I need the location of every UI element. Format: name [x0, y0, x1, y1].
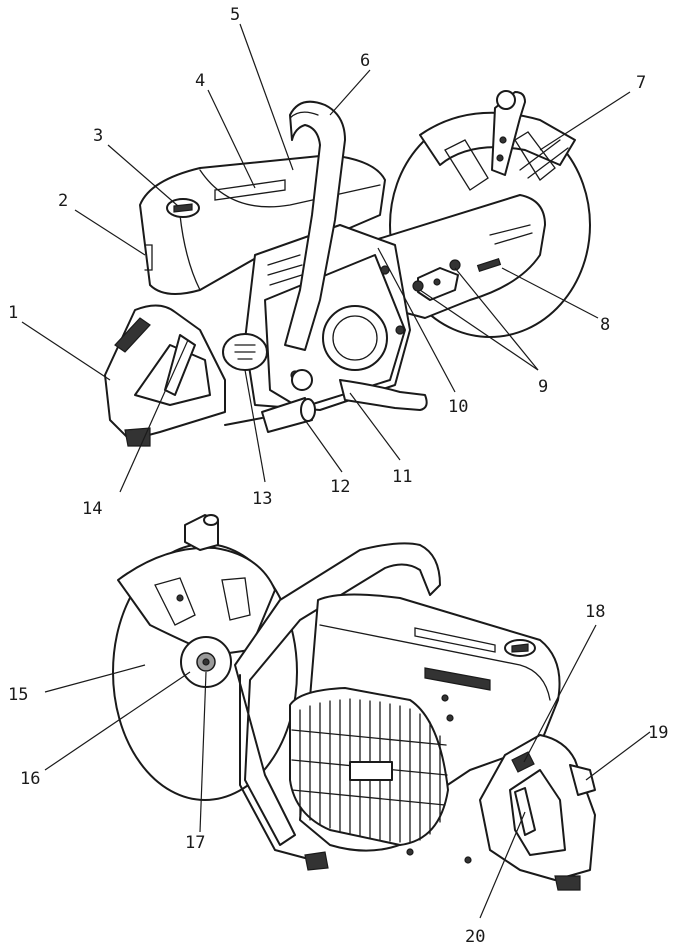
leader-3 — [107, 144, 179, 207]
leader-4 — [207, 89, 256, 189]
front-handle-loop — [234, 542, 441, 846]
callout-10: 10 — [448, 397, 468, 417]
support-foot — [339, 379, 428, 411]
leader-15 — [44, 664, 146, 693]
leader-12 — [304, 419, 343, 473]
rear-foot — [124, 427, 151, 447]
leader-8 — [501, 267, 599, 319]
guard-adjust-handle — [491, 91, 526, 176]
leader-7 — [539, 91, 631, 151]
callout-numbers: 1 2 3 4 5 6 7 8 9 10 11 12 13 14 15 16 1… — [8, 5, 668, 947]
callout-6: 6 — [360, 51, 370, 71]
leader-13 — [244, 369, 266, 483]
guard-window-right — [514, 131, 556, 181]
cutter-right-view — [112, 514, 596, 891]
throttle-trigger — [164, 334, 196, 396]
leader-10 — [377, 247, 456, 393]
cutter-left-view — [104, 90, 591, 447]
front-handle — [284, 100, 346, 351]
leader-2 — [74, 209, 146, 256]
callout-2: 2 — [58, 191, 68, 211]
guard-window-left — [444, 139, 489, 191]
callout-13: 13 — [252, 489, 272, 509]
callout-7: 7 — [636, 73, 646, 93]
callout-17: 17 — [185, 833, 205, 853]
callout-19: 19 — [648, 723, 668, 743]
callout-20: 20 — [465, 927, 485, 947]
leader-6 — [329, 69, 371, 116]
callout-12: 12 — [330, 477, 350, 497]
leader-1 — [21, 321, 111, 381]
leader-11 — [349, 392, 401, 461]
throttle-lockout — [569, 764, 596, 796]
leader-lines — [21, 23, 651, 919]
leader-20 — [479, 811, 526, 919]
callout-9: 9 — [538, 377, 548, 397]
leader-5 — [239, 23, 294, 171]
callout-1: 1 — [8, 303, 18, 323]
blade-guard — [117, 546, 276, 656]
callout-5: 5 — [230, 5, 240, 25]
decompression-valve — [144, 244, 153, 271]
leader-16 — [44, 671, 191, 771]
choke-control — [511, 751, 535, 773]
fuel-pump-primer — [291, 369, 313, 391]
callout-3: 3 — [93, 126, 103, 146]
leader-9a — [454, 267, 539, 371]
callout-16: 16 — [20, 769, 40, 789]
callout-11: 11 — [392, 467, 412, 487]
leader-17 — [199, 671, 207, 833]
leader-19 — [585, 731, 651, 781]
callout-14: 14 — [82, 499, 102, 519]
cover-recess — [214, 179, 286, 201]
leader-9b — [419, 289, 539, 371]
belt-tensioner-screw — [476, 257, 502, 273]
callout-4: 4 — [195, 71, 205, 91]
callout-18: 18 — [585, 602, 605, 622]
leader-18 — [523, 624, 597, 763]
callout-15: 15 — [8, 685, 28, 705]
exhaust-vents — [424, 667, 491, 691]
leader-14 — [119, 339, 189, 493]
callout-8: 8 — [600, 315, 610, 335]
